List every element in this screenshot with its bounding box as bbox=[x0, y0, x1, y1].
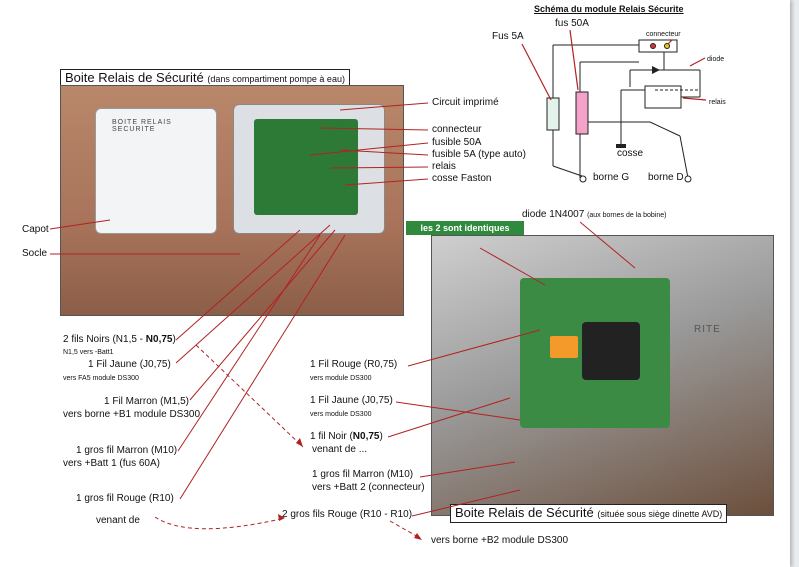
callout-fusible-50a: fusible 50A bbox=[432, 137, 482, 148]
schema-title: Schéma du module Relais Sécurite bbox=[534, 4, 684, 14]
label-fil-jaune-j075: 1 Fil Jaune (J0,75) bbox=[310, 395, 393, 406]
lid-text-2: RITE bbox=[694, 324, 721, 335]
callout-cosse-faston: cosse Faston bbox=[432, 173, 492, 184]
label-fil-noir-bold: N0,75 bbox=[352, 431, 380, 442]
label-fils-noirs-bold: N0,75 bbox=[145, 334, 173, 345]
photo-box-open: BOITE RELAIS SECURITE bbox=[60, 85, 404, 316]
identical-badge: les 2 sont identiques bbox=[406, 221, 524, 235]
label-fil-noir-n075: 1 fil Noir (N0,75) bbox=[310, 431, 383, 443]
callout-socle: Socle bbox=[22, 248, 48, 259]
schema-fus50-label: fus 50A bbox=[555, 18, 589, 29]
label-fil-noir-text: 1 fil Noir ( bbox=[310, 431, 353, 442]
label-fil-jaune: 1 Fil Jaune (J0,75) bbox=[88, 359, 171, 370]
label-fils-noirs-sub: N1,5 vers -Batt1 bbox=[63, 349, 114, 356]
circuit-board bbox=[254, 119, 358, 215]
schema-borne-d-label: borne D bbox=[648, 172, 684, 183]
photo1-title-main: Boite Relais de Sécurité bbox=[65, 70, 204, 85]
fuse-50a bbox=[550, 336, 578, 358]
label-gros-fil-marron: 1 gros fil Marron (M10) bbox=[76, 445, 178, 456]
schema-relais-label: relais bbox=[709, 99, 726, 106]
label-fil-jaune-j075-sub: vers module DS300 bbox=[310, 411, 372, 418]
diode-label: diode 1N4007 (aux bornes de la bobine) bbox=[522, 209, 666, 221]
label-fil-marron-m15-sub: vers borne +B1 module DS300 bbox=[63, 409, 201, 420]
label-gros-fil-rouge: 1 gros fil Rouge (R10) bbox=[76, 493, 174, 504]
photo2-title-main: Boite Relais de Sécurité bbox=[455, 505, 594, 520]
callout-fusible-5a: fusible 5A (type auto) bbox=[432, 149, 526, 160]
label-vers-borne-b2: vers borne +B2 module DS300 bbox=[431, 535, 569, 546]
schema-fus5-label: Fus 5A bbox=[492, 31, 524, 42]
callout-capot: Capot bbox=[22, 224, 49, 235]
label-gros-fil-marron-m10: 1 gros fil Marron (M10) bbox=[312, 469, 414, 480]
label-fils-noirs: 2 fils Noirs (N1,5 - N0,75) bbox=[63, 334, 176, 346]
schema-borne-g-label: borne G bbox=[593, 172, 630, 183]
box-lid: BOITE RELAIS SECURITE bbox=[95, 108, 217, 234]
label-fil-marron-m15: 1 Fil Marron (M1,5) bbox=[104, 396, 190, 407]
diode-label-sub: (aux bornes de la bobine) bbox=[587, 212, 667, 219]
photo2-title-sub: (située sous siège dinette AVD) bbox=[597, 509, 723, 519]
box-base bbox=[233, 104, 385, 234]
schema-cosse-label: cosse bbox=[617, 148, 644, 159]
label-venant-de: venant de bbox=[96, 515, 140, 526]
label-fil-rouge-r075: 1 Fil Rouge (R0,75) bbox=[310, 359, 398, 370]
photo2-title: Boite Relais de Sécurité (située sous si… bbox=[450, 504, 728, 523]
relay-2 bbox=[582, 322, 640, 380]
schema-diode-label: diode bbox=[707, 56, 725, 63]
diode-label-main: diode 1N4007 bbox=[522, 209, 585, 220]
schema-connecteur-label: connecteur bbox=[646, 31, 681, 38]
label-fils-noirs-text: 2 fils Noirs (N1,5 - bbox=[63, 334, 146, 345]
label-fil-jaune-sub: vers FA5 module DS300 bbox=[63, 375, 139, 382]
photo1-title-sub: (dans compartiment pompe à eau) bbox=[207, 74, 345, 84]
label-fil-noir-sub: venant de ... bbox=[312, 444, 368, 455]
callout-connecteur: connecteur bbox=[432, 124, 482, 135]
label-fils-noirs-end: ) bbox=[172, 334, 176, 345]
callout-circuit-imprime: Circuit imprimé bbox=[432, 97, 499, 108]
photo1-title: Boite Relais de Sécurité (dans compartim… bbox=[60, 69, 350, 88]
label-2-gros-fils-rouge: 2 gros fils Rouge (R10 - R10) bbox=[282, 509, 413, 520]
lid-text: BOITE RELAIS SECURITE bbox=[112, 119, 172, 133]
callout-relais: relais bbox=[432, 161, 456, 172]
label-fil-rouge-r075-sub: vers module DS300 bbox=[310, 375, 372, 382]
label-gros-fil-marron-m10-sub: vers +Batt 2 (connecteur) bbox=[312, 482, 425, 493]
label-fil-noir-end: ) bbox=[379, 431, 383, 442]
label-gros-fil-marron-sub: vers +Batt 1 (fus 60A) bbox=[63, 458, 160, 469]
